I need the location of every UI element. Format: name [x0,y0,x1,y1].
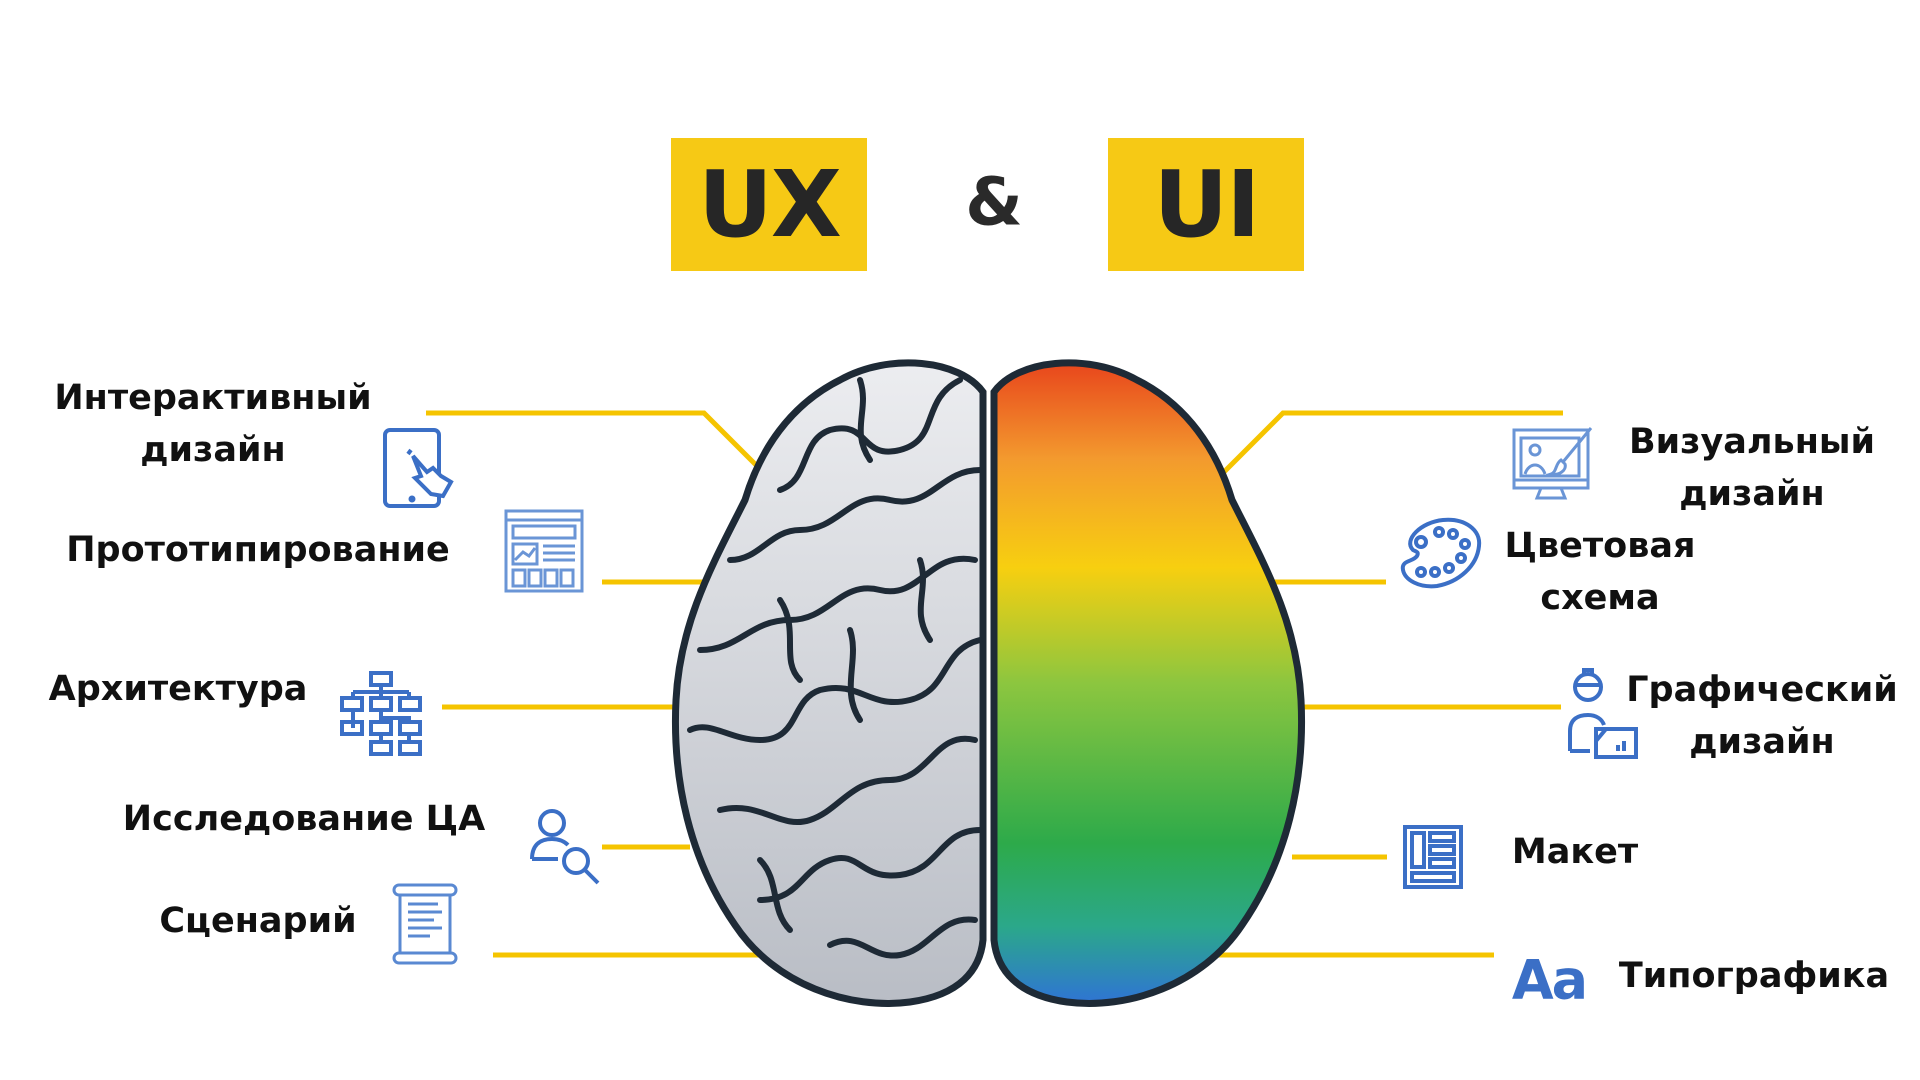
label-architecture: Архитектура [48,669,308,709]
label-color-scheme: Цветовая схема [1505,520,1696,624]
label-interactive-design: Интерактивный дизайн [54,372,371,476]
scroll-document-icon [392,883,458,965]
label-line: Интерактивный [54,378,372,418]
tablet-touch-icon [383,428,454,508]
user-search-icon [530,809,600,885]
label-line: дизайн [140,430,286,470]
monitor-brush-icon [1512,427,1593,500]
label-graphic-design: Графический дизайн [1626,664,1898,768]
label-line: Цветовая [1504,526,1696,566]
brain-left-hemisphere [672,359,987,1007]
label-line: Графический [1626,670,1898,710]
prototype-wireframe-icon [504,509,584,593]
connector-lines [426,410,1563,958]
ampersand: & [965,163,1023,241]
line-interactive [426,410,764,473]
typography-icon: Aa [1511,948,1588,1012]
sitemap-hierarchy-icon [340,671,422,756]
ui-badge: UI [1108,138,1304,271]
brain-right-hemisphere [990,359,1305,1007]
layout-icon [1403,825,1463,889]
ux-badge-text: UX [698,151,842,258]
label-layout: Макет [1511,832,1639,872]
graphic-designer-icon [1568,668,1638,759]
label-line: дизайн [1689,722,1835,762]
label-typography: Типографика [1618,956,1890,996]
label-prototyping: Прототипирование [66,530,450,570]
label-line: дизайн [1679,474,1825,514]
label-line: схема [1540,578,1660,618]
label-audience-research: Исследование ЦА [122,799,486,839]
line-visual [1216,410,1563,480]
label-visual-design: Визуальный дизайн [1629,416,1875,520]
label-scenario: Сценарий [159,901,357,941]
ux-badge: UX [671,138,867,271]
palette-icon [1400,517,1482,589]
label-line: Визуальный [1628,422,1876,462]
ui-badge-text: UI [1153,151,1261,258]
